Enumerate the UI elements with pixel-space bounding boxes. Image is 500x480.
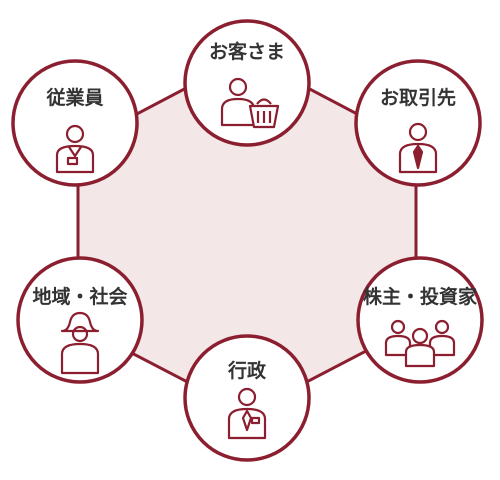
stakeholder-node-business-partners: お取引先 xyxy=(354,59,482,187)
node-circle xyxy=(183,334,311,462)
stakeholder-node-shareholders-investors: 株主・投資家 xyxy=(356,256,484,384)
investors-group-icon xyxy=(384,319,456,368)
business-partner-with-tie-icon xyxy=(398,122,438,174)
node-label: 株主・投資家 xyxy=(363,285,478,308)
stakeholder-node-government: 行政 xyxy=(183,334,311,462)
customer-with-basket-icon xyxy=(220,77,280,129)
node-label: お取引先 xyxy=(380,86,456,109)
node-label: お客さま xyxy=(209,40,285,63)
stakeholder-node-employees: 従業員 xyxy=(11,59,139,187)
node-circle xyxy=(183,19,311,147)
government-official-icon xyxy=(227,387,267,440)
community-person-with-hat-icon xyxy=(60,311,100,375)
stakeholder-node-customers: お客さま xyxy=(183,19,311,147)
node-label: 従業員 xyxy=(45,86,103,109)
node-label: 地域・社会 xyxy=(32,285,127,308)
node-label: 行政 xyxy=(227,359,267,382)
node-circle xyxy=(16,256,144,384)
node-circle xyxy=(11,59,139,187)
employee-with-badge-icon xyxy=(55,124,95,174)
stakeholder-node-community-society: 地域・社会 xyxy=(16,256,144,384)
